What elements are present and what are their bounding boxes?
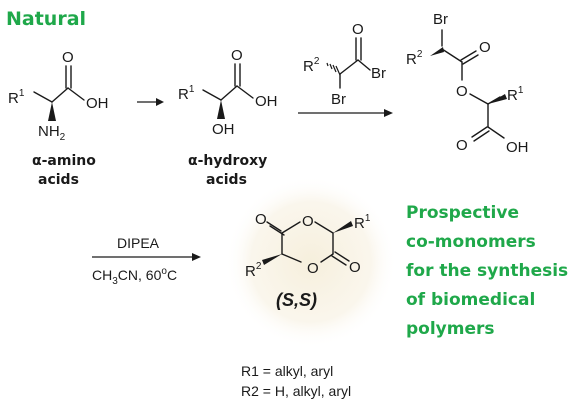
hydroxy-r-atom: R1 bbox=[178, 84, 195, 103]
natural-title: Natural bbox=[6, 8, 86, 30]
prospective-line-3: for the synthesis bbox=[406, 261, 568, 281]
ester-carbonyl-o: O bbox=[479, 39, 491, 56]
arrow-2 bbox=[298, 109, 393, 117]
ester-oh: OH bbox=[506, 139, 529, 156]
ester-r2-atom: R2 bbox=[406, 49, 423, 68]
prospective-line-2: co-monomers bbox=[406, 232, 536, 252]
dipea-label: DIPEA bbox=[117, 235, 160, 251]
ester-bridge-o: O bbox=[456, 83, 468, 100]
hydroxy-oh: OH bbox=[255, 93, 278, 110]
hydroxy-acid-label-line2: acids bbox=[206, 172, 247, 188]
bromoacyl-bromide-structure: R2 O Br Br bbox=[303, 21, 386, 108]
hydroxy-acid-label-line1: α-hydroxy bbox=[188, 153, 267, 169]
prospective-line-5: polymers bbox=[406, 319, 495, 339]
product-ring-o-bottom: O bbox=[307, 260, 319, 277]
prospective-note: Prospective co-monomers for the synthesi… bbox=[406, 203, 568, 339]
bromoacyl-ester-structure: Br R2 O O R1 O OH bbox=[406, 11, 529, 156]
arrow-1 bbox=[137, 98, 164, 106]
stereo-label: (S,S) bbox=[276, 290, 317, 310]
reagent-alpha-br: Br bbox=[331, 91, 346, 108]
product-carbonyl-o-bottom: O bbox=[349, 259, 361, 276]
amino-carbonyl-o: O bbox=[62, 49, 74, 66]
product-r2-atom: R2 bbox=[245, 261, 262, 280]
amino-acid-structure: R1 O OH NH2 bbox=[8, 49, 109, 143]
prospective-line-4: of biomedical bbox=[406, 290, 535, 310]
reagent-acyl-br: Br bbox=[371, 65, 386, 82]
hydroxy-acid-structure: R1 O OH OH bbox=[178, 47, 278, 138]
product-r1-atom: R1 bbox=[354, 213, 371, 232]
product-carbonyl-o-top: O bbox=[255, 211, 267, 228]
amino-acid-label-line2: acids bbox=[38, 172, 79, 188]
reagent-carbonyl-o: O bbox=[352, 21, 364, 38]
arrow-3 bbox=[92, 253, 201, 261]
hydroxy-alpha-oh: OH bbox=[212, 121, 235, 138]
product-ring-o-top: O bbox=[302, 213, 314, 230]
r2-definition: R2 = H, alkyl, aryl bbox=[241, 383, 351, 399]
r1-definition: R1 = alkyl, aryl bbox=[241, 363, 333, 379]
amino-oh: OH bbox=[86, 95, 109, 112]
amino-acid-label-line1: α-amino bbox=[32, 153, 96, 169]
ester-r1-atom: R1 bbox=[507, 85, 524, 104]
amino-nh2: NH2 bbox=[38, 123, 66, 143]
dioxanedione-structure: O O O O R1 R2 bbox=[245, 211, 371, 280]
prospective-line-1: Prospective bbox=[406, 203, 519, 223]
solvent-label: CH3CN, 60oC bbox=[92, 266, 177, 287]
product-halo bbox=[225, 176, 397, 348]
amino-r-atom: R1 bbox=[8, 88, 25, 107]
reagent-r-atom: R2 bbox=[303, 56, 320, 75]
hydroxy-carbonyl-o: O bbox=[231, 47, 243, 64]
ester-br: Br bbox=[433, 11, 448, 28]
ester-acid-o: O bbox=[456, 137, 468, 154]
